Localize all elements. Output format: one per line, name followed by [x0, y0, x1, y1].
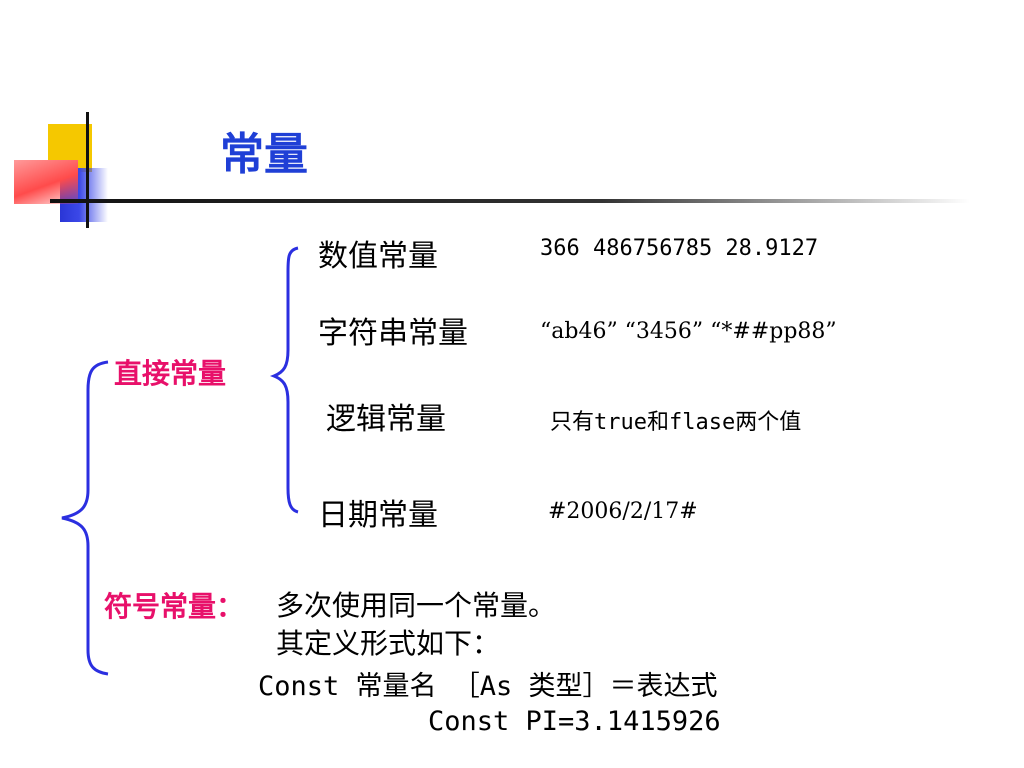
logical-constant-label: 逻辑常量	[326, 402, 446, 437]
logo-red-square	[14, 160, 78, 204]
symbolic-constant-desc: 多次使用同一个常量。	[276, 589, 557, 622]
title-underline	[50, 199, 970, 203]
logo-vertical-line	[86, 112, 89, 228]
slide-title: 常量	[220, 129, 308, 180]
numeric-constant-example: 366 486756785 28.9127	[540, 236, 819, 261]
symbolic-constant-label: 符号常量：	[104, 590, 245, 623]
symbolic-definition-intro: 其定义形式如下：	[276, 627, 501, 660]
numeric-constant-label: 数值常量	[318, 239, 438, 274]
const-syntax: Const 常量名 ［As 类型］＝表达式	[258, 671, 718, 702]
outer-brace	[61, 360, 109, 676]
inner-brace	[269, 246, 299, 514]
const-example: Const PI=3.1415926	[428, 706, 721, 737]
direct-constant-label: 直接常量	[114, 357, 227, 390]
string-constant-example: “ab46” “3456” “*##pp88”	[540, 319, 837, 344]
logical-constant-example: 只有true和flase两个值	[550, 410, 802, 435]
date-constant-label: 日期常量	[318, 498, 438, 533]
date-constant-example: #2006/2/17#	[548, 499, 698, 524]
string-constant-label: 字符串常量	[318, 316, 468, 351]
